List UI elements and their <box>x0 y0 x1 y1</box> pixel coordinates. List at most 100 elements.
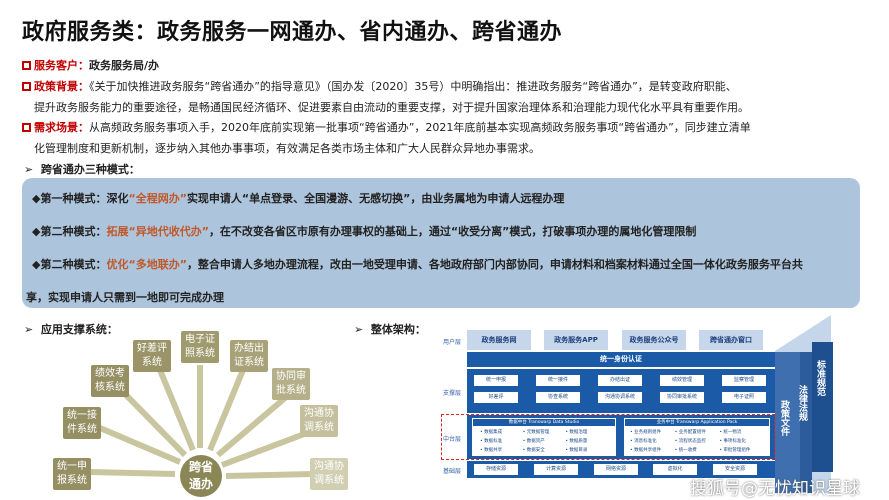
background-line-2: 提升政务服务能力的重要途径，是畅通国民经济循环、促进要素自由流动的重要支撑，对于… <box>34 101 749 114</box>
middle-layer: 数据中台 Transwarp Data Studio • 数据集成• 元数据管理… <box>467 415 775 459</box>
user-channel: 政务服务公众号 <box>622 330 686 350</box>
system-label: 调系统 <box>304 422 334 433</box>
support-item: 协查系统 <box>536 392 580 403</box>
center-item: • 统一收费 <box>674 448 697 453</box>
system-label: 协同审 <box>276 371 306 382</box>
support-item: 协同审批系统 <box>660 392 704 403</box>
mode-2: ◆第二种模式：拓展“异地代收代办”，在不改变各省区市原有办理事权的基础上，通过“… <box>32 223 696 239</box>
mode-3-cont: 享，实现申请人只需到一地即可完成办理 <box>26 291 224 304</box>
checkbox-icon <box>22 61 31 70</box>
scenario-line-2: 化管理制度和更新机制，逐步纳入其他办事事项，有效满足各类市场主体和广大人民群众异… <box>34 142 540 155</box>
background-text: 《关于加快推进政务服务“跨省通办”的指导意见》（国办发〔2020〕35号）中明确… <box>89 80 737 93</box>
business-center-grid: • 业务规则组件 • 业务配置组件 • 统一物流 • 消息标准化 • 流程状态监控 • 事… <box>624 427 770 455</box>
mode-highlight: “全程网办” <box>128 192 187 205</box>
arrow <box>225 471 313 479</box>
business-center-title: 业务中台 Transwarp Application Pack <box>625 419 769 426</box>
app-heading-text: 应用支撑系统： <box>40 323 118 336</box>
arch-right-triangle <box>775 315 833 493</box>
arrow <box>122 391 188 458</box>
layer-label: 基础层 <box>443 468 462 475</box>
center-item: • 数据安全 <box>522 448 545 453</box>
center-label: 通办 <box>188 477 213 491</box>
data-center: 数据中台 Transwarp Data Studio • 数据集成• 元数据管理… <box>472 418 616 456</box>
center-item: • 数据共享 <box>480 448 503 453</box>
system-box: 统一接件系统 <box>63 407 101 439</box>
center-item: • 数据集成 <box>480 430 503 435</box>
system-label: 好差评 <box>137 343 167 354</box>
system-label: 沟通协 <box>304 408 334 419</box>
modes-panel: ◆第一种模式：深化“全程网办”实现申请人“单点登录、全国漫游、无感切换”，由业务… <box>22 178 860 308</box>
modes-heading: ➢ 跨省通办三种模式： <box>24 163 140 176</box>
data-center-grid: • 数据集成• 元数据管理• 数据治理• 数据标准• 数据资产• 数据质量• 数… <box>472 427 616 455</box>
system-label: 照系统 <box>185 348 215 359</box>
support-item: 统一接件 <box>536 375 580 386</box>
center-item: • 审批管理组件 <box>719 448 751 453</box>
system-label: 办结出 <box>234 343 264 354</box>
support-item: 好差评 <box>474 392 518 403</box>
system-box: 绩效考核系统 <box>91 365 129 397</box>
middle-layer-highlight <box>441 414 775 460</box>
arrow <box>216 395 287 458</box>
mode-text: 实现申请人“单点登录、全国漫游、无感切换”，由业务属地为申请人远程办理 <box>186 192 565 205</box>
system-label: 系统 <box>142 357 162 368</box>
app-heading: ➢ 应用支撑系统： <box>24 323 118 336</box>
mode-text: ，整合申请人多地办理流程，改由一地受理申请、各地政府部门内部协同，申请材料和档案… <box>186 258 803 271</box>
center-label: 跨省 <box>188 460 213 474</box>
mode-prefix: ◆第二种模式： <box>32 258 107 271</box>
center-item: • 数据资产 <box>522 439 545 444</box>
center-item: • 事项标准化 <box>719 439 746 444</box>
user-channel: 跨省通办窗口 <box>699 330 763 350</box>
business-center: 业务中台 Transwarp Application Pack • 业务规则组件… <box>624 418 770 456</box>
customer-line: 服务客户：政务服务局/办 <box>22 57 159 73</box>
system-box: 电子证照系统 <box>181 331 219 363</box>
page-title: 政府服务类：政务服务一网通办、省内通办、跨省通办 <box>22 20 563 45</box>
system-box: 好差评系统 <box>133 340 171 372</box>
mode-highlight: 拓展“异地代收代办” <box>106 225 209 238</box>
arrow <box>157 368 196 452</box>
modes-heading-text: 跨省通办三种模式： <box>40 163 140 176</box>
mode-3: ◆第二种模式：优化“多地联办”，整合申请人多地办理流程，改由一地受理申请、各地政… <box>32 256 803 272</box>
layer-label: 支撑层 <box>443 390 462 397</box>
system-box: 统一申报系统 <box>53 458 91 490</box>
support-item: 监察管理 <box>722 375 766 386</box>
arrow <box>207 368 246 452</box>
center-item: • 业务配置组件 <box>674 430 706 435</box>
scenario-text: 从高频政务服务事项入手，2020年底前实现第一批事项“跨省通办”，2021年底前… <box>89 121 751 134</box>
support-item: 绩效管理 <box>660 375 704 386</box>
center-item: • 业务规则组件 <box>630 430 662 435</box>
watermark: 搜狐号@无忧知识星球 <box>690 479 860 499</box>
center-item: • 数据治理 <box>565 430 588 435</box>
center-item: • 数据目录 <box>565 448 588 453</box>
arch-heading-text: 整体架构： <box>370 323 426 336</box>
system-label: 批系统 <box>276 385 306 396</box>
center-item: • 统一物流 <box>719 430 742 435</box>
center-item: • 流程状态监控 <box>674 439 706 444</box>
center-item: • 消息标准化 <box>630 439 657 444</box>
user-channel: 政务服务APP <box>544 330 608 350</box>
radial-arrows <box>89 365 317 479</box>
customer-label: 服务客户： <box>34 59 89 72</box>
auth-bar: 统一身份认证 <box>467 352 775 367</box>
scenario-label: 需求场景： <box>34 121 89 134</box>
background-line: 政策背景：《关于加快推进政务服务“跨省通办”的指导意见》（国办发〔2020〕35… <box>22 78 737 94</box>
support-item: 统一申报 <box>474 375 518 386</box>
layer-label: 用户层 <box>443 339 462 346</box>
base-item: 虚拟化 <box>653 464 697 475</box>
base-item: 安全资源 <box>713 464 757 475</box>
base-layer: 存储资源 计算资源 网络资源 虚拟化 安全资源 <box>467 461 775 478</box>
mode-text: ，在不改变各省区市原有办理事权的基础上，通过“收受分离”模式，打破事项办理的属地… <box>208 225 697 238</box>
arrow-group <box>89 365 317 479</box>
user-channel: 政务服务网 <box>467 330 531 350</box>
system-label: 统一申 <box>57 461 87 472</box>
support-item: 沟通协调系统 <box>598 392 642 403</box>
base-item: 网络资源 <box>594 464 638 475</box>
layer-label: 中台层 <box>443 436 462 443</box>
system-label: 件系统 <box>67 424 97 435</box>
center-item: • 数据标准 <box>480 439 503 444</box>
arch-heading: ➢ 整体架构： <box>354 323 426 336</box>
arrow <box>220 427 317 468</box>
column-policy: 政策文件 <box>779 400 789 436</box>
center-item: • 元数据管理 <box>522 430 550 435</box>
system-label: 核系统 <box>95 382 125 393</box>
arrow <box>98 425 182 465</box>
